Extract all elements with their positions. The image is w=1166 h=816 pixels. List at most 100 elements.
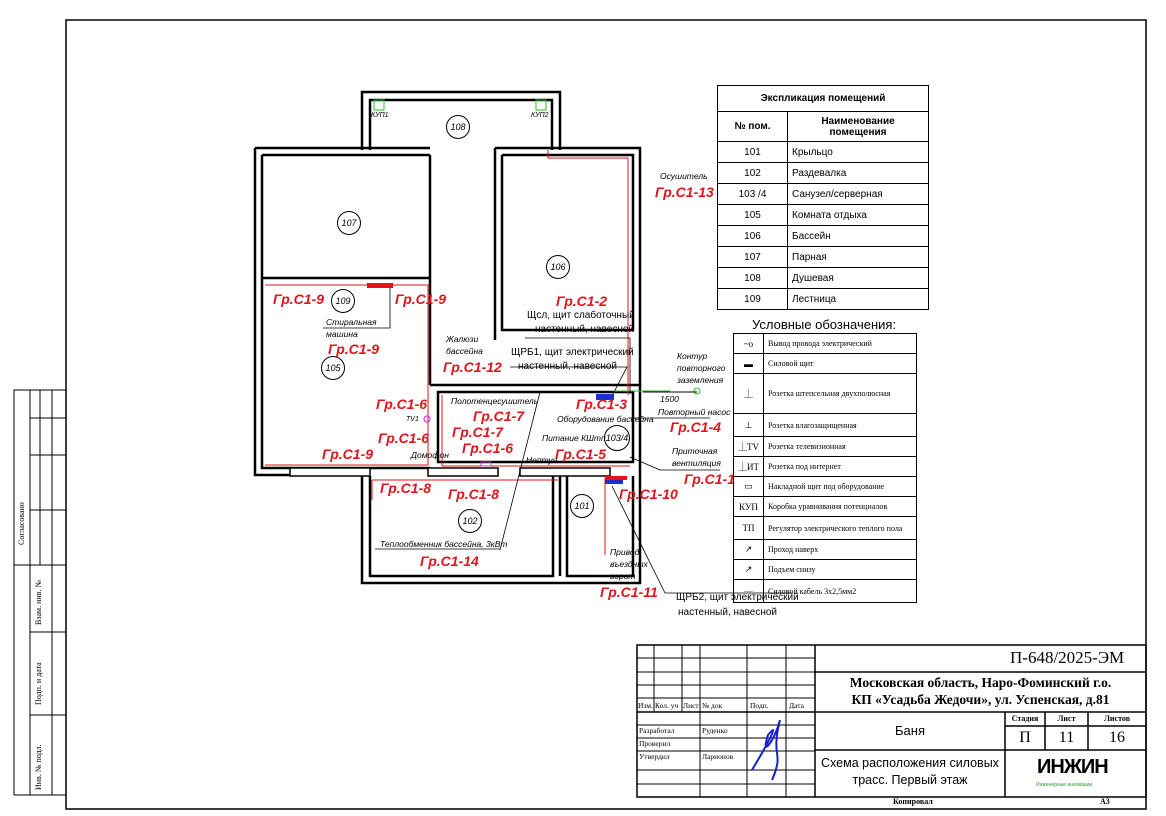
tv1-note: TV1 <box>406 416 419 423</box>
room-number-105: 105 <box>321 356 345 380</box>
col-num-header: № пом. <box>717 111 788 142</box>
group-label: Гр.С1-4 <box>670 419 722 435</box>
person-name: Ларионов <box>702 752 734 761</box>
group-label: Гр.С1-3 <box>576 396 628 412</box>
kshtp-note: Питание КШтп <box>542 433 606 443</box>
shrb1-panel-sub: настенный, навесной <box>518 361 618 372</box>
room-number-102: 102 <box>458 509 482 533</box>
revision-col-header: Изм. <box>638 701 653 710</box>
group-label: Гр.С1-5 <box>555 446 607 462</box>
group-label: Гр.С1-1 <box>684 471 736 487</box>
dimension-1500: 1500 <box>660 394 679 404</box>
kup1-label: КУП1 <box>371 112 389 119</box>
group-label: Гр.С1-11 <box>600 584 658 600</box>
group-label: Гр.С1-9 <box>273 291 325 307</box>
room-name: Лестница <box>787 288 929 310</box>
legend-row: ⏊Розетка штепсельная двухполюсная <box>733 373 917 414</box>
role-label: Утвердил <box>639 752 670 761</box>
person-name: Руденко <box>702 726 728 735</box>
address-line-1: Московская область, Наро-Фоминский г.о. <box>849 675 1112 690</box>
ground-loop-note: Контур повторного заземления <box>677 351 726 385</box>
stage-value: П <box>1019 729 1031 746</box>
legend-text: Розетка влагозащищенная <box>763 413 917 437</box>
shsl-panel-label: Щсл, щит слаботочный <box>527 310 635 321</box>
room-explication-table: Экспликация помещений № пом.Наименование… <box>717 85 929 310</box>
group-label: Гр.С1-10 <box>619 486 678 502</box>
group-label: Гр.С1-9 <box>395 291 447 307</box>
company-logo-sub: Инженерные инновации <box>1036 782 1093 788</box>
group-label: Гр.С1-9 <box>322 446 374 462</box>
blinds-note: Жалюзи бассейна <box>446 334 483 356</box>
company-logo: ИНЖИН <box>1037 756 1109 778</box>
group-label: Гр.С1-8 <box>448 486 500 502</box>
revision-col-header: Подп. <box>750 701 769 710</box>
group-label: Гр.С1-2 <box>556 293 608 309</box>
legend-row: ⊥Розетка влагозащищенная <box>733 413 917 437</box>
group-label: Гр.С1-14 <box>420 553 479 569</box>
revision-col-header: Лист <box>683 701 699 710</box>
socket-waterproof-icon: ⊥ <box>733 413 764 437</box>
legend-row: ▭Накладной щит под оборудование <box>733 476 917 497</box>
group-label: Гр.С1-13 <box>655 184 714 200</box>
gate-drive-note: Привод въездных ворот <box>610 547 648 581</box>
shsl-panel-sub: настенный, навесной <box>535 324 635 335</box>
kup2-label: КУП2 <box>531 112 549 119</box>
stage-header: Стадия <box>1011 714 1039 723</box>
legend-title: Условные обозначения: <box>752 317 897 332</box>
room-number-103-4: 103/4 <box>604 425 630 451</box>
role-label: Проверил <box>639 739 671 748</box>
room-number-107: 107 <box>337 211 361 235</box>
sheets-header: Листов <box>1103 714 1131 723</box>
revision-col-header: № док <box>702 701 723 710</box>
group-label: Гр.С1-6 <box>376 396 428 412</box>
legend-text: Регулятор электрического теплого пола <box>763 516 917 540</box>
towel-dryer-note: Полотенцесушитель <box>451 396 539 406</box>
washer-note: Стиральная машина <box>326 317 377 339</box>
group-label: Гр.С1-12 <box>443 359 502 375</box>
address-line-2: КП «Усадьба Жедочи», ул. Успенская, д.81 <box>851 692 1110 707</box>
sheet-value: 11 <box>1058 729 1075 746</box>
sheet-header: Лист <box>1057 714 1076 723</box>
group-label: Гр.С1-6 <box>462 440 514 456</box>
group-label: Гр.С1-8 <box>380 480 432 496</box>
signature <box>751 719 781 781</box>
group-label: Гр.С1-7 <box>473 408 525 424</box>
dryer-note: Осушитель <box>660 171 708 181</box>
drawing-title: Схема расположения силовых трасс. Первый… <box>821 756 999 787</box>
role-label: Разработал <box>639 726 675 735</box>
revision-col-header: Кол. уч <box>655 701 679 710</box>
power-cable-icon: — <box>733 579 764 603</box>
format-label: А3 <box>1100 797 1110 806</box>
col-name-header: Наименование помещения <box>787 111 929 142</box>
copied-label: Копировал <box>893 797 933 806</box>
sheets-value: 16 <box>1109 729 1125 746</box>
legend-row: —Силовой кабель 3х2,5мм2 <box>733 579 917 603</box>
group-label: Гр.С1-9 <box>328 341 380 357</box>
doc-number: П-648/2025-ЭМ <box>1010 648 1125 667</box>
room-number-109: 109 <box>331 289 355 313</box>
room-number-108: 108 <box>446 115 470 139</box>
pool-equipment-note: Оборудование бассейна <box>557 414 654 424</box>
room-number-106: 106 <box>546 255 570 279</box>
revision-col-header: Дата <box>789 701 804 710</box>
group-label: Гр.С1-6 <box>378 430 430 446</box>
group-label: Гр.С1-7 <box>452 424 504 440</box>
intercom-note: Домофон <box>411 450 449 460</box>
neptun-note: Нептун <box>526 455 558 465</box>
pump-note: Повторный насос <box>658 407 731 417</box>
shrb2-panel-sub: настенный, навесной <box>678 607 778 618</box>
heat-exchanger-note: Теплообменник бассейна, 3кВт <box>380 539 508 549</box>
object-name: Баня <box>895 723 925 738</box>
